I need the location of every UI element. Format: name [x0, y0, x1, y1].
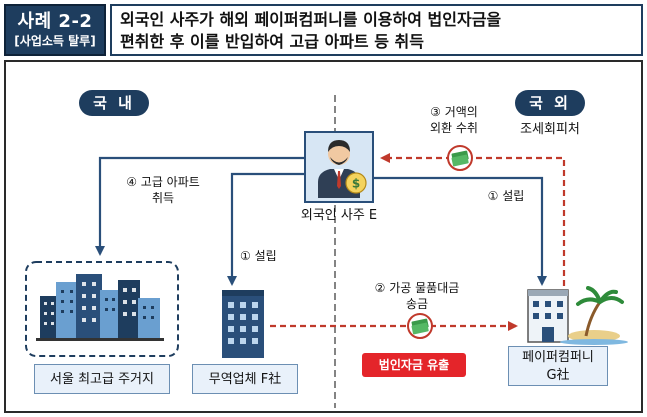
arrow-step3 [380, 153, 566, 286]
foreign-region-label: 국 외 [515, 90, 585, 116]
case-sub-label: [사업소득 탈루] [14, 34, 96, 48]
step3-label-line2: 외환 수취 [430, 121, 478, 135]
money-icon-step2 [407, 313, 433, 339]
step4-label-line2: 취득 [151, 191, 175, 205]
case-badge: 사례 2-2 [사업소득 탈루] [4, 4, 106, 56]
palm-island-icon [560, 286, 628, 345]
paper-company-label-line2: G社 [546, 368, 570, 383]
domestic-region-label: 국 내 [79, 90, 149, 116]
residence-container [25, 261, 179, 357]
owner-label: 외국인 사주 E [300, 208, 378, 223]
residence-label: 서울 최고급 주거지 [34, 364, 170, 394]
svg-text:$: $ [352, 177, 360, 191]
paper-company-building-icon [527, 289, 569, 343]
case-label: 사례 2-2 [17, 11, 93, 32]
step1-right-label: ① 설립 [487, 189, 525, 203]
arrow-step1-left [227, 172, 305, 286]
paper-company-label-line1: 페이퍼컴퍼니 [522, 350, 594, 365]
arrow-step1-right [373, 176, 547, 286]
step1-left-label: ① 설립 [240, 249, 277, 263]
step2-label-line1: ② 가공 물품대금 [374, 281, 460, 295]
apartment-buildings-icon [36, 274, 164, 341]
trade-company-label: 무역업체 F社 [192, 364, 298, 394]
office-building-icon [222, 290, 264, 358]
money-icon-step3 [447, 145, 473, 171]
title-line-1: 외국인 사주가 해외 페이퍼컴퍼니를 이용하여 법인자금을 [120, 10, 502, 29]
step2-label-line2: 송금 [405, 297, 429, 311]
tax-haven-label: 조세회피처 [520, 122, 580, 137]
step3-label-line1: ③ 거액의 [430, 105, 478, 119]
arrow-step4 [95, 156, 305, 256]
title-line-2: 편취한 후 이를 반입하여 고급 아파트 등 취득 [120, 32, 424, 51]
step4-label-line1: ④ 고급 아파트 [126, 175, 200, 189]
money-bag-icon: $ [345, 172, 367, 194]
diagram-frame [4, 60, 643, 413]
fund-leak-tag: 법인자금 유출 [362, 353, 466, 377]
paper-company-label: 페이퍼컴퍼니 G社 [508, 346, 608, 386]
case-title: 외국인 사주가 해외 페이퍼컴퍼니를 이용하여 법인자금을 편취한 후 이를 반… [110, 4, 643, 56]
